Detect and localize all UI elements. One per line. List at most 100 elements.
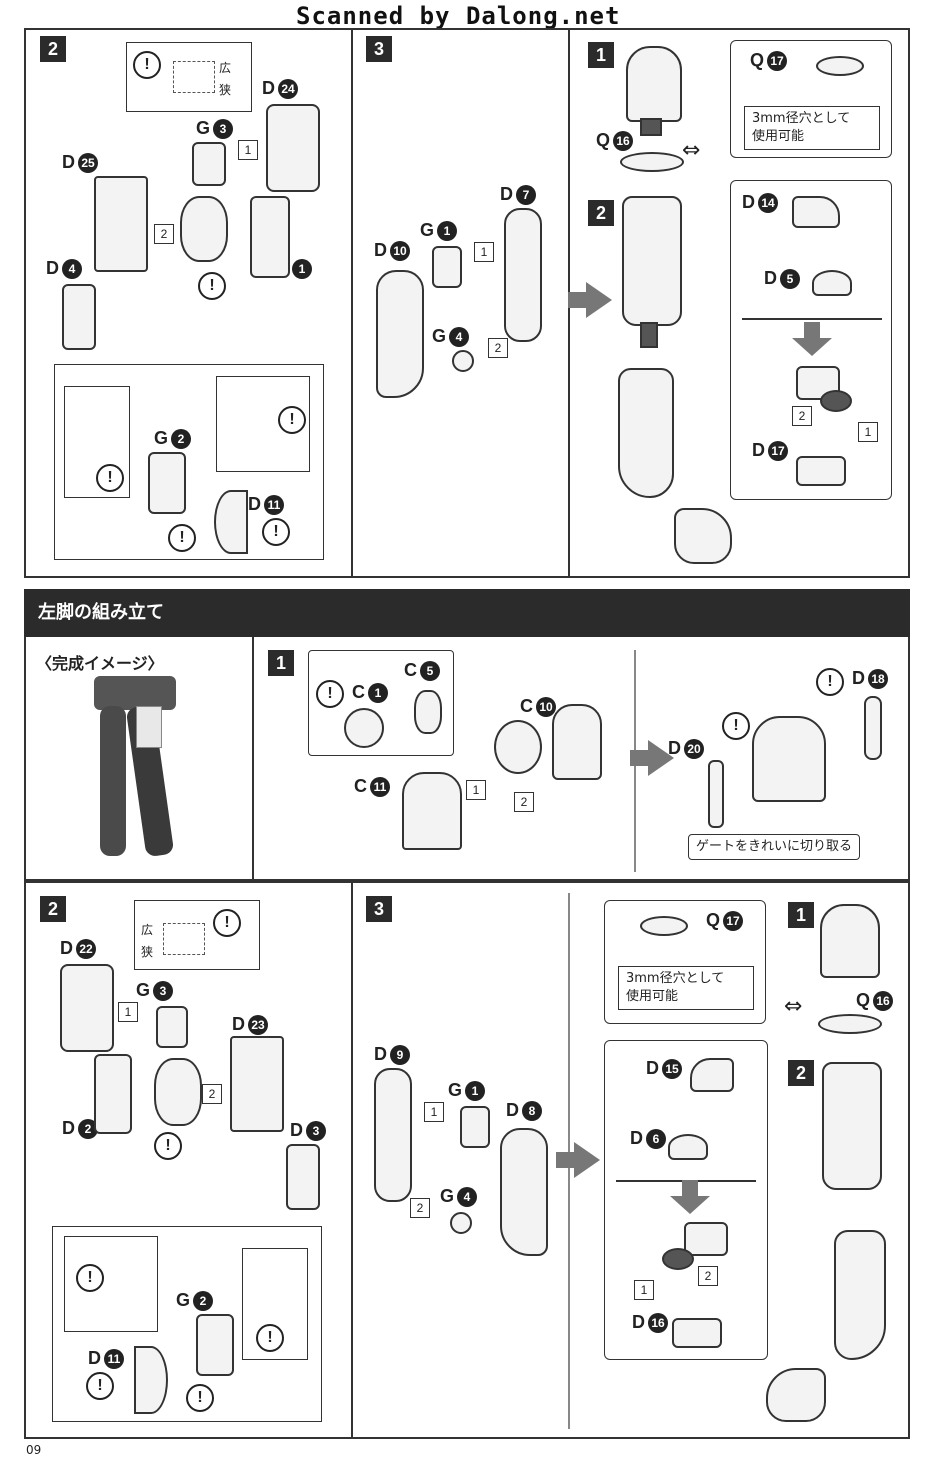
part-shape bbox=[196, 1314, 234, 1376]
warning-icon: ! bbox=[96, 464, 124, 492]
part-shape bbox=[214, 490, 248, 554]
q-note: 3mm径穴として 使用可能 bbox=[618, 966, 754, 1010]
order-number: 2 bbox=[792, 406, 812, 426]
divider bbox=[742, 318, 882, 320]
double-arrow-icon: ⇔ bbox=[682, 138, 701, 163]
warning-icon: ! bbox=[86, 1372, 114, 1400]
part-shape bbox=[504, 208, 542, 342]
width-legend-box: ! 広 狭 bbox=[126, 42, 252, 112]
part-shape bbox=[622, 196, 682, 326]
next-arrow bbox=[568, 282, 612, 318]
part-shape bbox=[374, 1068, 412, 1202]
part-shape bbox=[640, 322, 658, 348]
part-shape bbox=[820, 390, 852, 412]
page-number: 09 bbox=[26, 1443, 42, 1457]
part-shape bbox=[344, 708, 384, 748]
narrow-label: 狭 bbox=[141, 945, 154, 959]
order-number: 2 bbox=[410, 1198, 430, 1218]
step-number: 1 bbox=[588, 42, 614, 68]
narrow-label: 狭 bbox=[219, 83, 232, 97]
part-shape bbox=[864, 696, 882, 760]
part-shape bbox=[708, 760, 724, 828]
part-shape bbox=[250, 196, 290, 278]
part-shape bbox=[662, 1248, 694, 1270]
order-number: 1 bbox=[238, 140, 258, 160]
double-arrow-icon: ⇔ bbox=[784, 994, 803, 1019]
part-shape bbox=[180, 196, 228, 262]
order-number: 2 bbox=[154, 224, 174, 244]
warning-icon: ! bbox=[278, 406, 306, 434]
part-shape bbox=[414, 690, 442, 734]
order-number: 1 bbox=[424, 1102, 444, 1122]
order-number: 2 bbox=[514, 792, 534, 812]
part-shape bbox=[690, 1058, 734, 1092]
step-number: 1 bbox=[788, 902, 814, 928]
part-shape bbox=[626, 46, 682, 122]
warning-icon: ! bbox=[816, 668, 844, 696]
step-number: 2 bbox=[588, 200, 614, 226]
part-shape bbox=[816, 56, 864, 76]
warning-icon: ! bbox=[262, 518, 290, 546]
warning-icon: ! bbox=[133, 51, 161, 79]
part-shape bbox=[134, 1346, 168, 1414]
q-note: 3mm径穴として 使用可能 bbox=[744, 106, 880, 150]
warning-icon: ! bbox=[186, 1384, 214, 1412]
step-number: 1 bbox=[268, 650, 294, 676]
wide-label: 広 bbox=[141, 923, 154, 937]
order-number: 2 bbox=[698, 1266, 718, 1286]
part-shape bbox=[766, 1368, 826, 1422]
down-arrow bbox=[670, 1180, 710, 1214]
step-number: 2 bbox=[40, 36, 66, 62]
part-shape bbox=[552, 704, 602, 780]
part-shape bbox=[834, 1230, 886, 1360]
watermark: Scanned by Dalong.net bbox=[296, 2, 621, 30]
order-number: 2 bbox=[488, 338, 508, 358]
order-number: 1 bbox=[466, 780, 486, 800]
part-shape bbox=[620, 152, 684, 172]
part-shape bbox=[452, 350, 474, 372]
part-shape bbox=[684, 1222, 728, 1256]
part-shape bbox=[450, 1212, 472, 1234]
warning-icon: ! bbox=[198, 272, 226, 300]
part-shape bbox=[812, 270, 852, 296]
part-shape bbox=[818, 1014, 882, 1034]
warning-icon: ! bbox=[256, 1324, 284, 1352]
part-shape bbox=[432, 246, 462, 288]
step-number: 2 bbox=[788, 1060, 814, 1086]
section-header: 左脚の組み立て bbox=[24, 589, 910, 637]
step-number: 3 bbox=[366, 896, 392, 922]
part-shape bbox=[148, 452, 186, 514]
part-shape bbox=[668, 1134, 708, 1160]
warning-icon: ! bbox=[168, 524, 196, 552]
part-shape bbox=[752, 716, 826, 802]
part-shape bbox=[94, 1054, 132, 1134]
part-shape bbox=[640, 916, 688, 936]
